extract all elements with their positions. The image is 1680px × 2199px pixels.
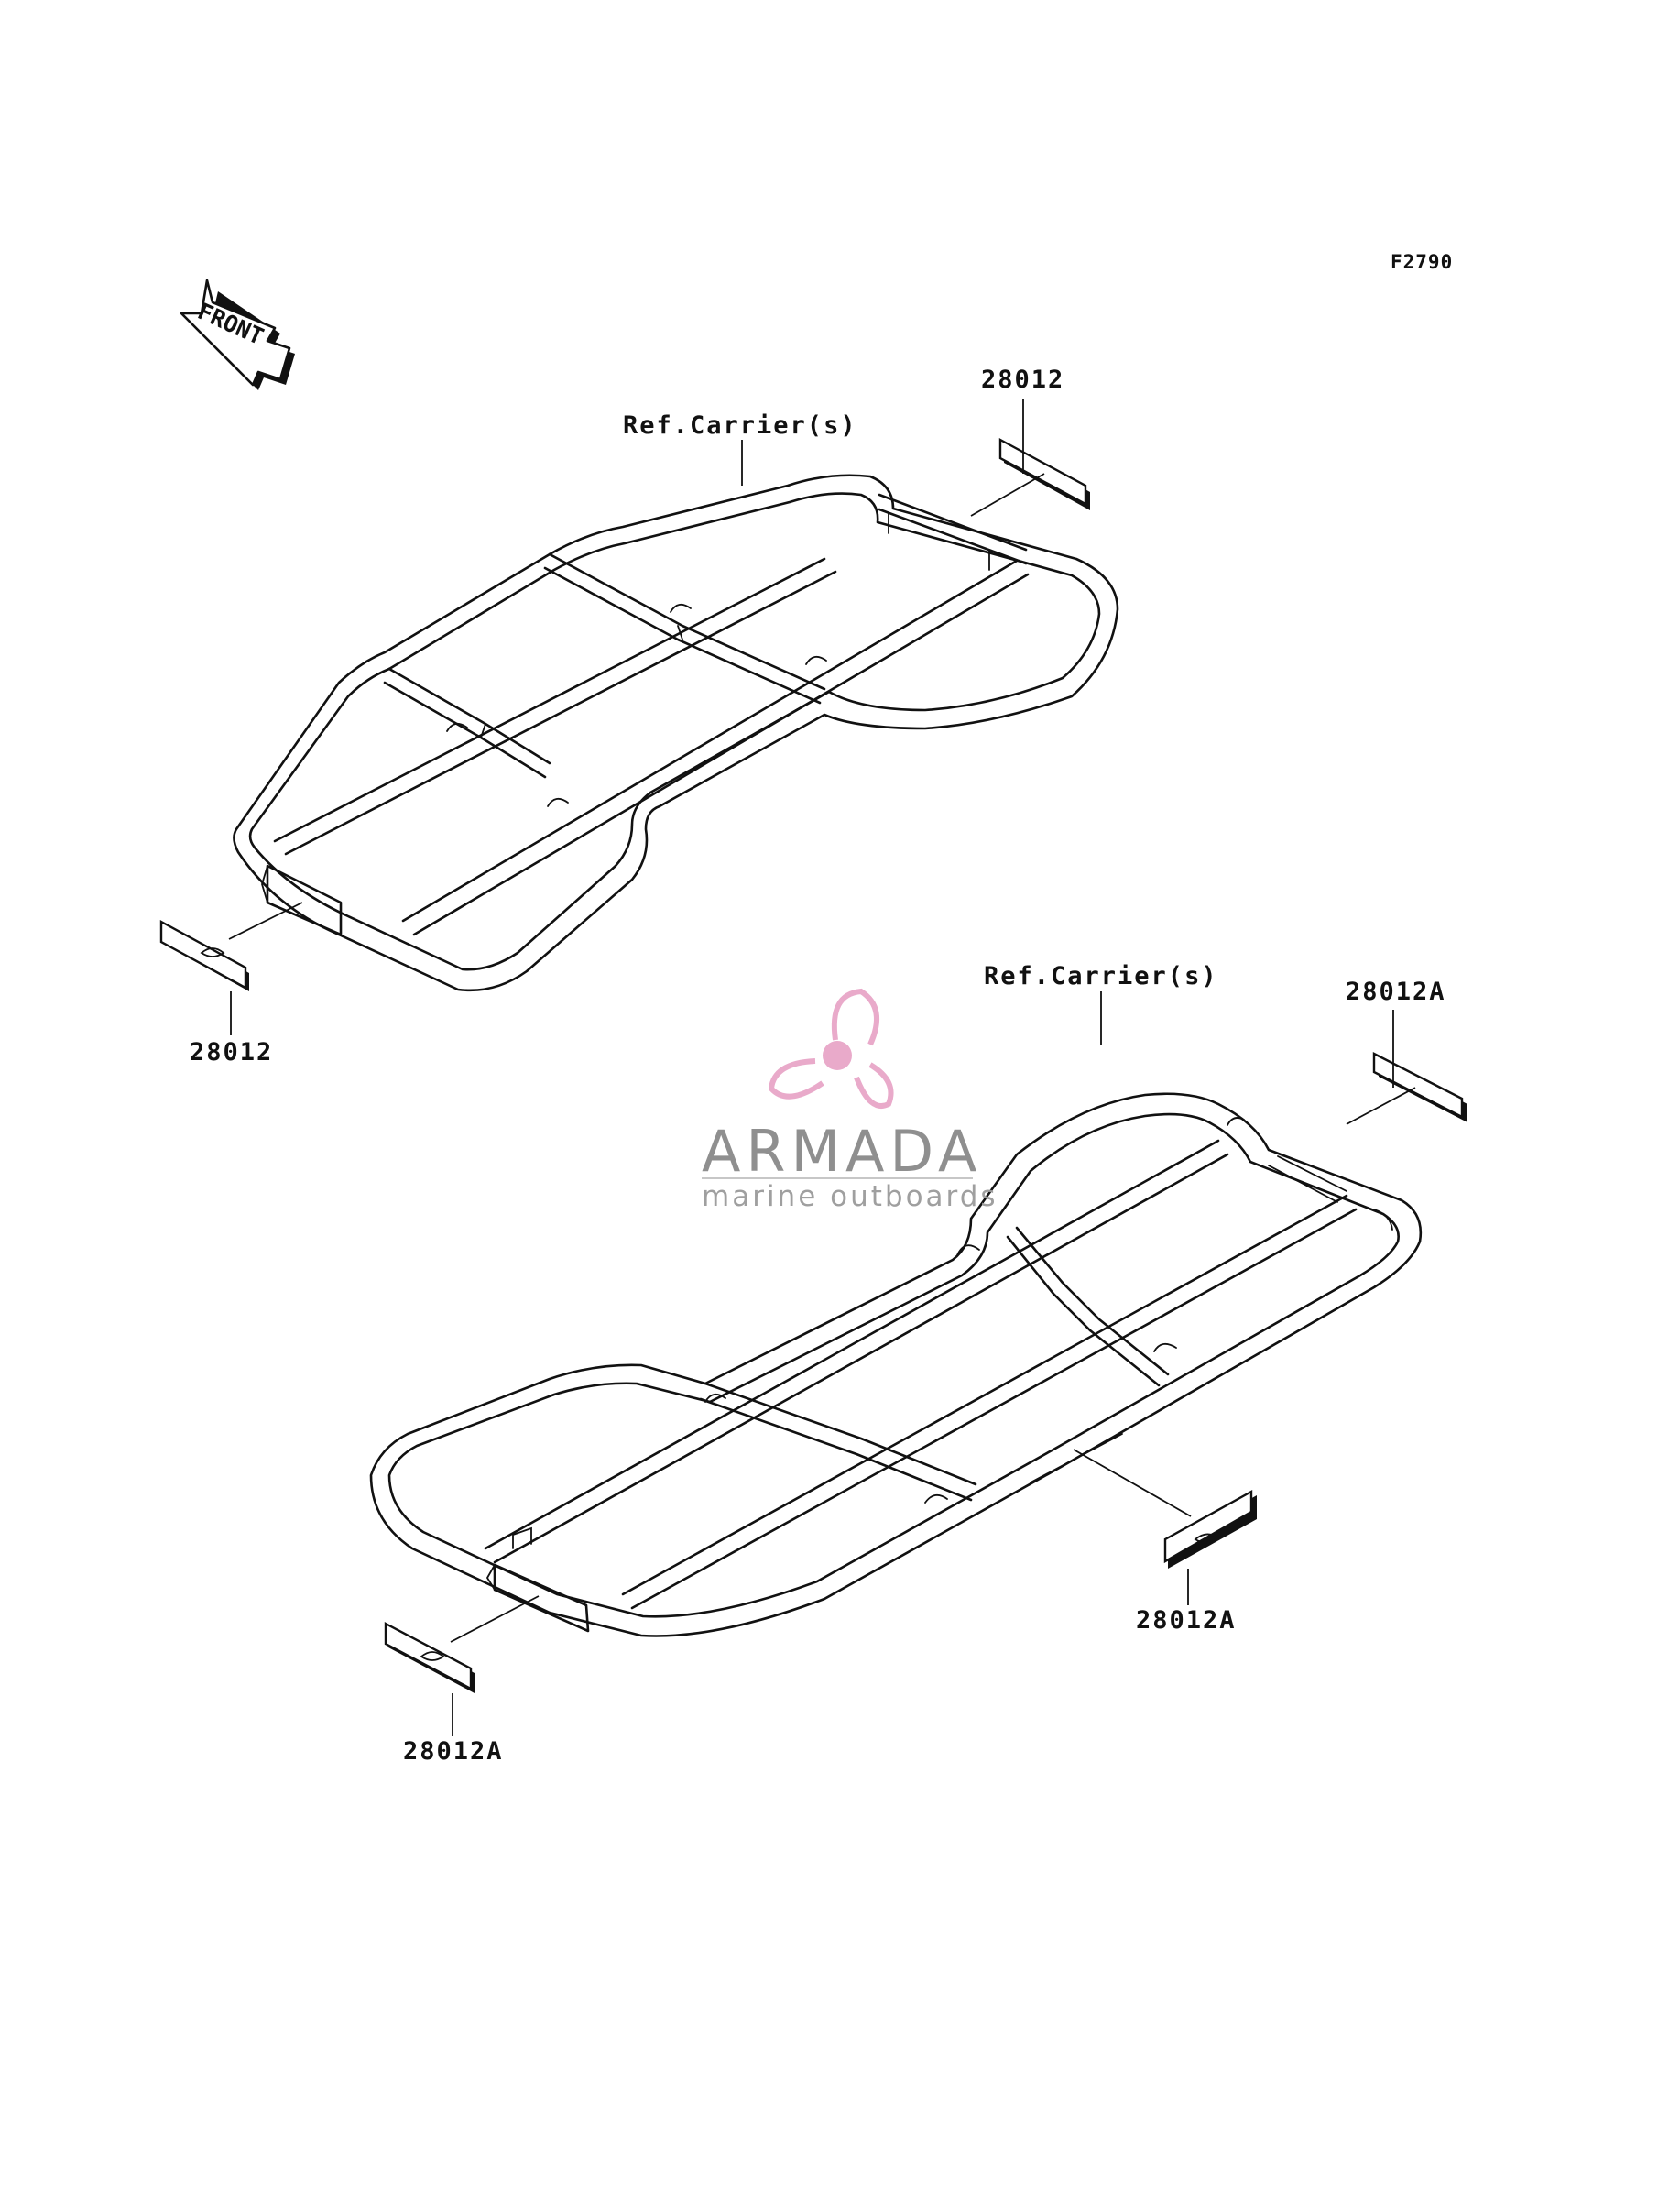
watermark-name: ARMADA	[702, 1118, 982, 1185]
lower-carrier-drawing	[369, 1092, 1423, 1637]
upper-decal-bottom	[159, 919, 249, 991]
propeller-hub-icon	[823, 1041, 852, 1070]
upper-decal-top-label: 28012	[981, 366, 1064, 394]
lower-decal-right	[1163, 1489, 1257, 1569]
lower-decal-top-label: 28012A	[1346, 978, 1446, 1006]
watermark-tagline: marine outboards	[702, 1180, 998, 1213]
leader-lower-left	[450, 1595, 540, 1736]
armada-watermark: ARMADA marine outboards	[702, 988, 998, 1213]
upper-decal-top	[998, 437, 1090, 510]
lower-decal-top	[1372, 1052, 1467, 1122]
lower-decal-right-label: 28012A	[1136, 1606, 1237, 1635]
leader-upper-top	[970, 399, 1045, 517]
upper-carrier-ref-label: Ref.Carrier(s)	[623, 411, 857, 440]
leader-lower-top	[1346, 1010, 1416, 1125]
upper-carrier-drawing	[233, 474, 1119, 992]
propeller-logo-icon	[768, 988, 894, 1109]
lower-decal-left	[384, 1622, 475, 1693]
front-arrow-icon: FRONT	[180, 279, 295, 390]
upper-decal-bottom-label: 28012	[190, 1038, 273, 1067]
lower-carrier-ref-label: Ref.Carrier(s)	[984, 962, 1218, 990]
figure-code: F2790	[1391, 251, 1453, 273]
leader-lower-right	[1073, 1449, 1192, 1605]
leader-upper-bottom	[228, 902, 303, 1035]
lower-decal-left-label: 28012A	[403, 1737, 504, 1766]
